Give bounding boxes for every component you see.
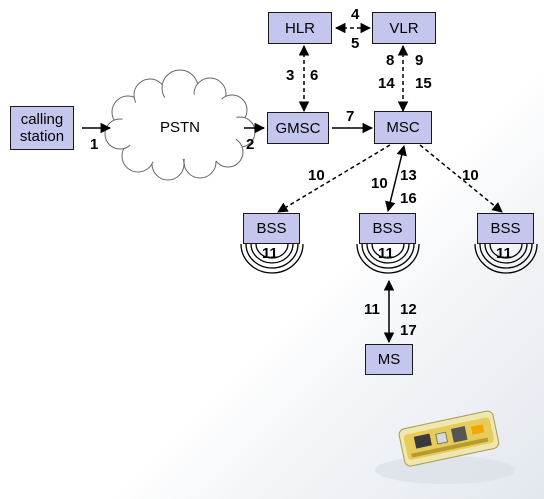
gmsc-node: GMSC [267,112,329,144]
step-12: 12 [400,301,417,318]
step-6: 6 [310,67,319,84]
step-11-ms: 11 [364,301,380,318]
pstn-cloud [104,69,256,181]
step-14: 14 [378,75,395,92]
link-msc-bss-mid [385,144,407,213]
step-17: 17 [400,322,417,339]
step-2: 2 [246,136,255,153]
pstn-label: PSTN [160,119,201,136]
msc-node: MSC [374,111,432,144]
bss-left-node: BSS [243,213,300,244]
radio-waves-mid-icon [356,243,420,274]
step-10-left: 10 [308,167,325,184]
step-11-right: 11 [496,245,512,262]
mobile-device-photo [375,410,515,484]
link-msc-bss-left [277,144,391,213]
bss-mid-node: BSS [359,213,416,244]
step-11-mid: 11 [378,245,394,262]
step-13: 13 [400,167,417,184]
step-9: 9 [415,52,424,69]
bss-right-node: BSS [477,213,534,244]
step-10-right: 10 [462,167,479,184]
ms-node: MS [365,344,413,375]
step-5: 5 [351,35,360,52]
vlr-node: VLR [372,12,436,44]
step-3: 3 [286,67,295,84]
radio-waves-left-icon [240,243,304,274]
step-7: 7 [346,108,355,125]
step-4: 4 [351,6,360,23]
radio-waves-right-icon [474,243,538,274]
link-msc-bss-right [419,144,503,213]
hlr-node: HLR [268,12,332,44]
step-10-mid: 10 [371,175,388,192]
step-8: 8 [386,52,395,69]
step-15: 15 [415,75,432,92]
step-11-left: 11 [262,245,278,262]
step-16: 16 [400,190,417,207]
step-1: 1 [90,136,99,153]
calling-station-node: calling station [10,106,74,150]
